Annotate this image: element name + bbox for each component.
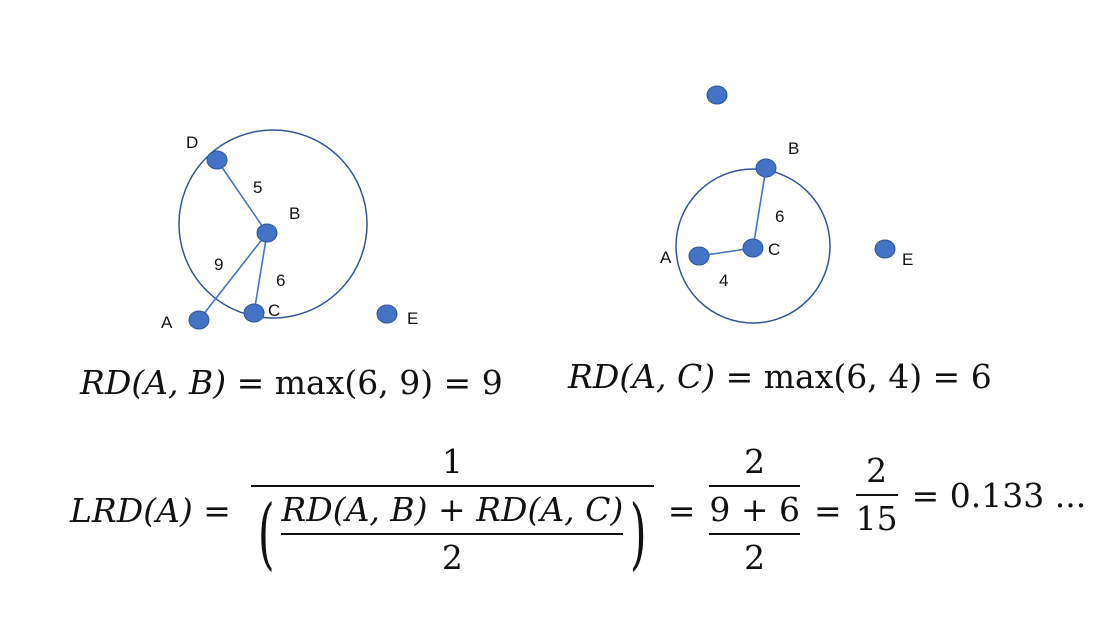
distance-bd: 5 [253,178,262,197]
lrd-fraction-2: 2 9 + 6 2 [709,443,800,577]
equation-lrd: LRD(A) = 1 ( RD(A, B) + RD(A, C) 2 ) = 2… [70,440,1086,580]
point-b [755,158,777,178]
lrd-equals-1: = [667,490,696,530]
distance-ba: 9 [214,255,223,274]
label-a: A [161,313,173,332]
lrd-fraction-2-inner-bar [709,532,800,535]
lrd-inner-numerator: RD(A, B) + RD(A, C) [281,490,624,530]
point-b [256,223,278,243]
edge-b-d [216,159,268,234]
point-c [243,303,265,323]
left-neighborhood-circle [178,129,368,319]
rd-ab-func: RD [80,363,132,402]
right-top-point [706,85,728,105]
point-c [742,238,764,258]
lrd-result: = 0.133 ... [911,475,1087,515]
label-c: C [768,240,780,259]
rd-ac-args: (A, C) [619,357,716,396]
label-e: E [902,250,913,269]
lrd-fraction-2-bar [709,485,800,488]
lrd-lhs: LRD(A) = [70,490,231,530]
edge-c-b [752,167,767,249]
lrd-fraction-1-bar [250,485,654,488]
rd-ab-args: (A, B) [131,363,227,402]
edge-b-c [253,232,268,314]
label-a: A [660,248,672,267]
point-e [874,239,896,259]
right-paren: ) [630,488,647,579]
left-neighborhood-diagram: D B A C E 5 9 6 [161,129,418,332]
lrd-fraction-1-numerator: 1 [441,442,463,482]
distance-cb: 6 [775,207,784,226]
label-c: C [268,301,280,320]
point-e [376,304,398,324]
lrd-inner-denominator: 2 [441,537,463,577]
label-b: B [289,204,300,223]
lrd-inner-bar [281,532,624,535]
lrd-inner-fraction: RD(A, B) + RD(A, C) 2 [281,490,624,577]
lrd-fraction-1-denominator: ( RD(A, B) + RD(A, C) 2 ) [251,491,654,577]
rd-ab-rhs: = max(6, 9) = 9 [236,363,503,402]
lrd-fraction-2-inner-denominator: 2 [744,537,766,577]
label-d: D [186,133,198,152]
left-paren: ( [257,488,275,579]
lrd-fraction-1: 1 ( RD(A, B) + RD(A, C) 2 ) [250,442,654,577]
distance-bc: 6 [276,271,285,290]
distance-ca: 4 [719,271,728,290]
rd-ac-rhs: = max(6, 4) = 6 [725,357,992,396]
point-a [688,246,710,266]
lrd-fraction-2-numerator: 2 [744,442,766,482]
label-e: E [407,309,418,328]
right-neighborhood-diagram: B C A E 6 4 [660,85,913,324]
lrd-fraction-2-inner-numerator: 9 + 6 [709,490,800,530]
lrd-fraction-3: 2 15 [855,451,898,538]
lrd-fraction-3-denominator: 15 [855,499,898,538]
lrd-equals-2: = [813,490,842,530]
point-d [206,150,228,170]
rd-ac-func: RD [568,357,620,396]
point-a [188,310,210,330]
label-b: B [788,139,799,158]
edge-b-a [198,232,268,321]
right-neighborhood-circle [675,168,831,324]
lrd-fraction-3-bar [855,494,898,496]
equation-rd-ab: RD(A, B) = max(6, 9) = 9 [80,366,503,399]
equation-rd-ac: RD(A, C) = max(6, 4) = 6 [568,360,992,393]
lrd-fraction-2-denominator: 9 + 6 2 [709,491,800,577]
lrd-fraction-3-numerator: 2 [866,451,888,491]
